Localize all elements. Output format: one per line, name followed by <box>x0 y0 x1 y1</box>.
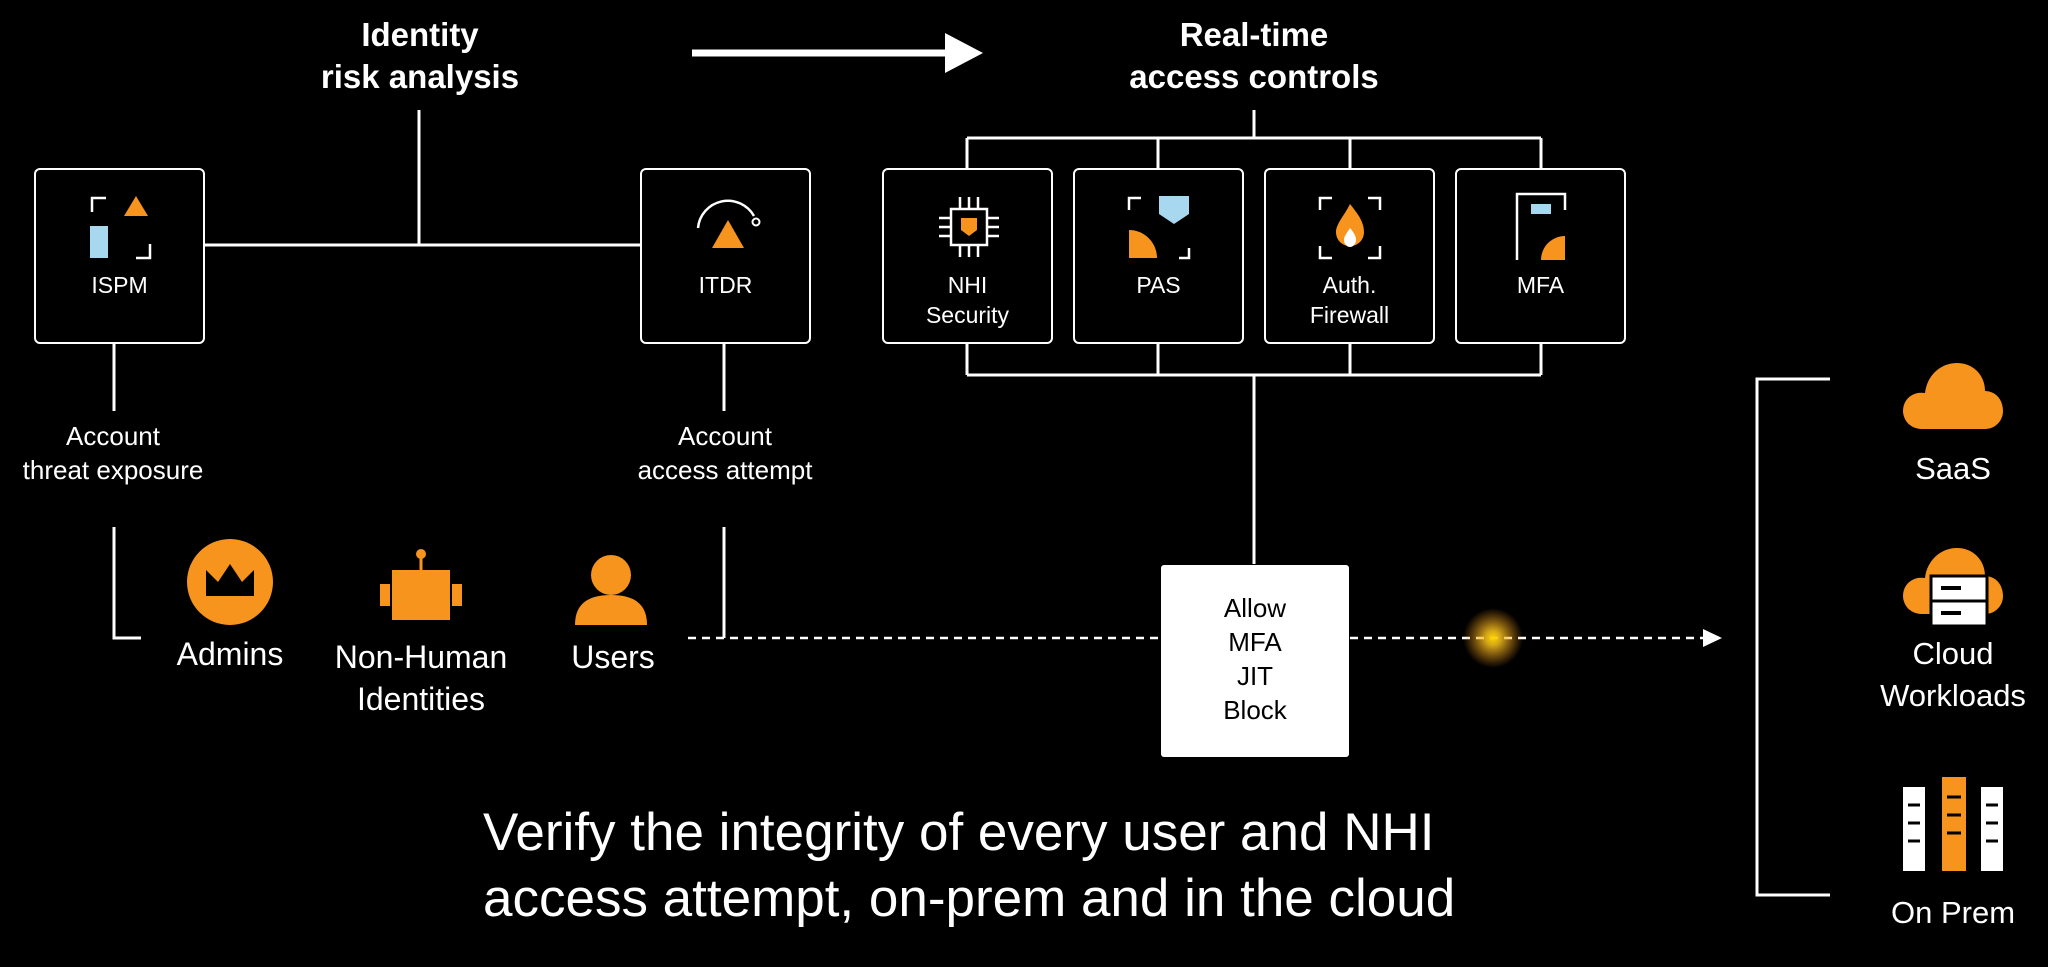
nhi-security-box[interactable]: NHI Security <box>882 168 1053 344</box>
box-label-line: NHI <box>947 272 988 298</box>
nhi-security-label: NHI Security <box>884 270 1051 330</box>
auth-firewall-label: Auth. Firewall <box>1266 270 1433 330</box>
non-human-identities-label: Non-Human Identities <box>310 636 532 720</box>
decision-mfa: MFA <box>1228 627 1282 657</box>
heading-line: risk analysis <box>320 58 520 95</box>
ident-line: Users <box>571 639 655 675</box>
target-line: SaaS <box>1915 451 1991 486</box>
footer-caption: Verify the integrity of every user and N… <box>483 800 1583 932</box>
saas-label: SaaS <box>1880 448 2026 490</box>
ident-line: Admins <box>176 636 284 672</box>
on-prem-label: On Prem <box>1870 892 2036 934</box>
phone-icon <box>1515 192 1567 260</box>
signal-line: access attempt <box>637 455 813 485</box>
flow-arrow-head <box>1703 629 1722 647</box>
box-label-line: PAS <box>1136 272 1181 298</box>
itdr-gauge-icon <box>696 199 761 248</box>
access-attempt-label: Account access attempt <box>620 419 830 487</box>
heading-line: access controls <box>1129 58 1379 95</box>
admins-label: Admins <box>150 633 310 675</box>
target-line: Workloads <box>1880 678 2026 713</box>
server-rack-icon <box>1903 777 2003 871</box>
decision-allow: Allow <box>1223 593 1287 623</box>
cloud-workloads-label: Cloud Workloads <box>1860 633 2046 717</box>
access-controls-heading: Real-time access controls <box>1094 14 1414 98</box>
decision-jit: JIT <box>1236 661 1274 691</box>
shield-icon <box>1127 196 1191 260</box>
threat-exposure-label: Account threat exposure <box>0 419 226 487</box>
mfa-label: MFA <box>1457 270 1624 300</box>
top-arrow-head <box>945 33 983 73</box>
cloud-icon <box>1903 363 2003 429</box>
itdr-label: ITDR <box>642 270 809 300</box>
ispm-icon <box>90 196 152 260</box>
users-label: Users <box>540 636 686 678</box>
cloud-server-icon <box>1903 548 2003 628</box>
flame-icon <box>1318 196 1382 260</box>
chip-icon <box>939 197 999 257</box>
heading-line: Real-time <box>1179 16 1329 53</box>
access-decision-box: Allow MFA JIT Block <box>1161 565 1349 757</box>
ispm-box[interactable]: ISPM <box>34 168 205 344</box>
heading-line: Identity <box>361 16 479 53</box>
box-label-line: Auth. <box>1322 272 1377 298</box>
ispm-label: ISPM <box>36 270 203 300</box>
target-line: On Prem <box>1890 895 2016 930</box>
signal-line: Account <box>678 421 772 451</box>
box-label-line: MFA <box>1516 272 1565 298</box>
ident-line: Non-Human <box>334 639 508 675</box>
box-label-line: ISPM <box>91 272 148 298</box>
box-label-line: Firewall <box>1309 302 1390 328</box>
pas-box[interactable]: PAS <box>1073 168 1244 344</box>
mfa-box[interactable]: MFA <box>1455 168 1626 344</box>
decision-block: Block <box>1223 695 1287 725</box>
signal-line: Account <box>66 421 160 451</box>
auth-firewall-box[interactable]: Auth. Firewall <box>1264 168 1435 344</box>
flow-glow <box>1463 608 1523 668</box>
identity-risk-heading: Identity risk analysis <box>260 14 580 98</box>
box-label-line: ITDR <box>698 272 753 298</box>
footer-line: access attempt, on-prem and in the cloud <box>483 869 1456 928</box>
user-icon <box>575 555 647 625</box>
box-label-line: Security <box>925 302 1010 328</box>
signal-line: threat exposure <box>22 455 204 485</box>
footer-line: Verify the integrity of every user and N… <box>483 803 1435 862</box>
pas-label: PAS <box>1075 270 1242 300</box>
ident-line: Identities <box>356 681 486 717</box>
target-line: Cloud <box>1912 636 1994 671</box>
robot-icon <box>380 549 462 620</box>
itdr-box[interactable]: ITDR <box>640 168 811 344</box>
crown-icon <box>187 539 273 625</box>
